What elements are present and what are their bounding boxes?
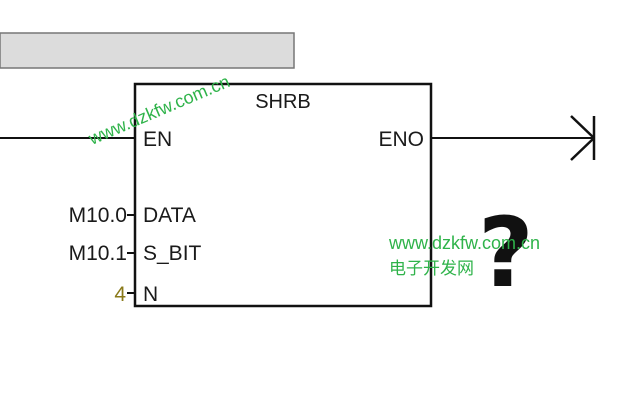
question-mark: ? bbox=[478, 197, 534, 309]
watermark-cn: 电子开发网 bbox=[389, 259, 474, 279]
pin-en-label: EN bbox=[143, 128, 172, 151]
previous-rung-bar bbox=[0, 32, 295, 69]
pin-eno-label: ENO bbox=[378, 128, 424, 151]
watermark-url: www.dzkfw.com.cn bbox=[388, 233, 540, 253]
shrb-block[interactable] bbox=[133, 82, 433, 308]
pin-data-label: DATA bbox=[143, 204, 196, 227]
operand-n[interactable]: 4 bbox=[114, 283, 126, 306]
pin-s-bit-label: S_BIT bbox=[143, 242, 202, 265]
operand-s-bit[interactable]: M10.1 bbox=[69, 242, 127, 265]
block-title: SHRB bbox=[255, 91, 311, 113]
rung-end-arrow-icon bbox=[570, 115, 596, 161]
operand-data[interactable]: M10.0 bbox=[69, 204, 127, 227]
pin-n-label: N bbox=[143, 283, 158, 306]
